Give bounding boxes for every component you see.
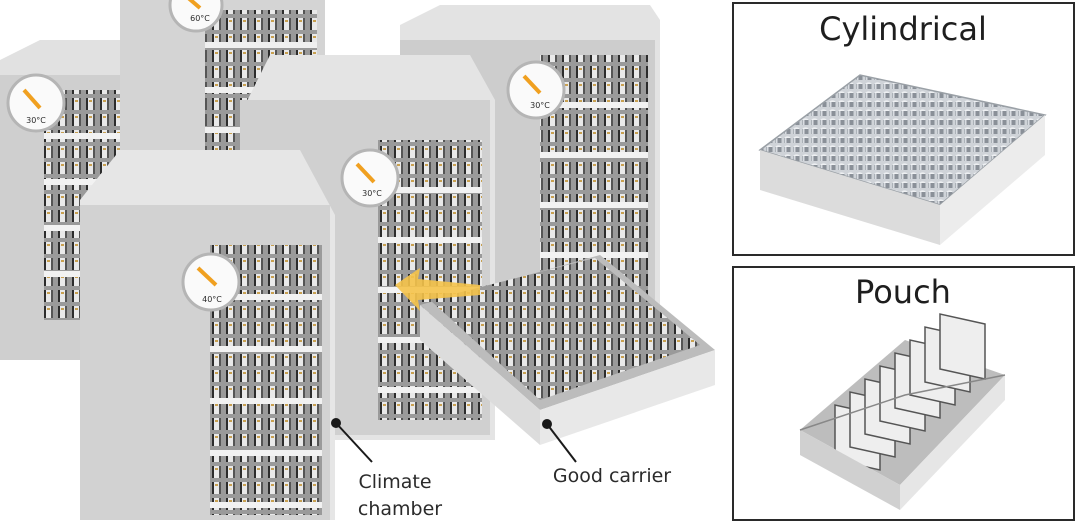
insert-arrow-icon xyxy=(395,268,480,311)
leader-line-good-carrier xyxy=(542,419,577,463)
pouch-title: Pouch xyxy=(855,273,951,311)
good-carrier-tray xyxy=(420,255,715,445)
temperature-gauge-icon: 30°C xyxy=(340,148,400,208)
climate-chamber-label-line1: Climate xyxy=(358,471,431,493)
cylindrical-title: Cylindrical xyxy=(819,10,987,48)
pouch-panel: Pouch xyxy=(732,266,1075,521)
leader-line-climate-chamber xyxy=(331,418,373,463)
climate-chamber-front xyxy=(80,150,335,520)
temperature-gauge-icon: 30°C xyxy=(6,73,66,133)
svg-text:60°C: 60°C xyxy=(190,14,210,23)
svg-text:40°C: 40°C xyxy=(202,295,222,304)
temperature-gauge-icon: 60°C xyxy=(168,0,224,33)
good-carrier-label: Good carrier xyxy=(553,465,671,487)
temperature-gauge-icon: 40°C xyxy=(181,252,241,312)
svg-text:30°C: 30°C xyxy=(530,101,550,110)
svg-text:30°C: 30°C xyxy=(362,189,382,198)
svg-text:30°C: 30°C xyxy=(26,116,46,125)
cylindrical-cell-icon xyxy=(758,74,1047,245)
cylindrical-panel: Cylindrical xyxy=(732,2,1075,256)
temperature-gauge-icon: 30°C xyxy=(506,60,566,120)
pouch-cell-icon xyxy=(799,313,1006,510)
climate-chamber-label-line2: chamber xyxy=(358,498,442,520)
